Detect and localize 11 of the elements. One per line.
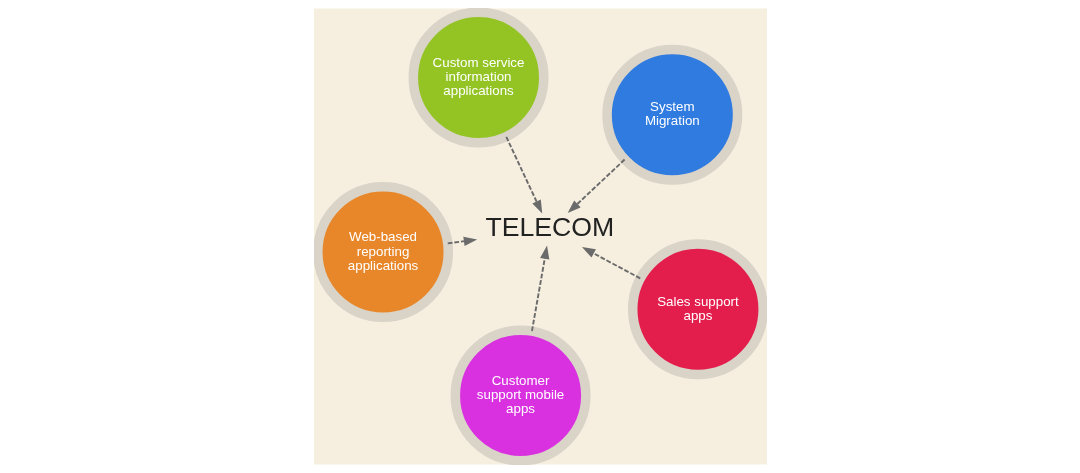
- node-circle: Sales support apps: [627, 239, 767, 380]
- node-circle: System Migration: [601, 44, 742, 185]
- node-circle: Customer support mobile apps: [450, 325, 591, 465]
- node-circle: Custom service information applications: [408, 8, 549, 148]
- arrow: [504, 135, 542, 214]
- arrow: [446, 236, 477, 246]
- arrow: [530, 245, 549, 332]
- arrow: [581, 247, 641, 280]
- node-text: TELECOM: [484, 212, 614, 243]
- node-circle: Web-based reporting applications: [313, 182, 453, 322]
- arrow: [567, 158, 626, 214]
